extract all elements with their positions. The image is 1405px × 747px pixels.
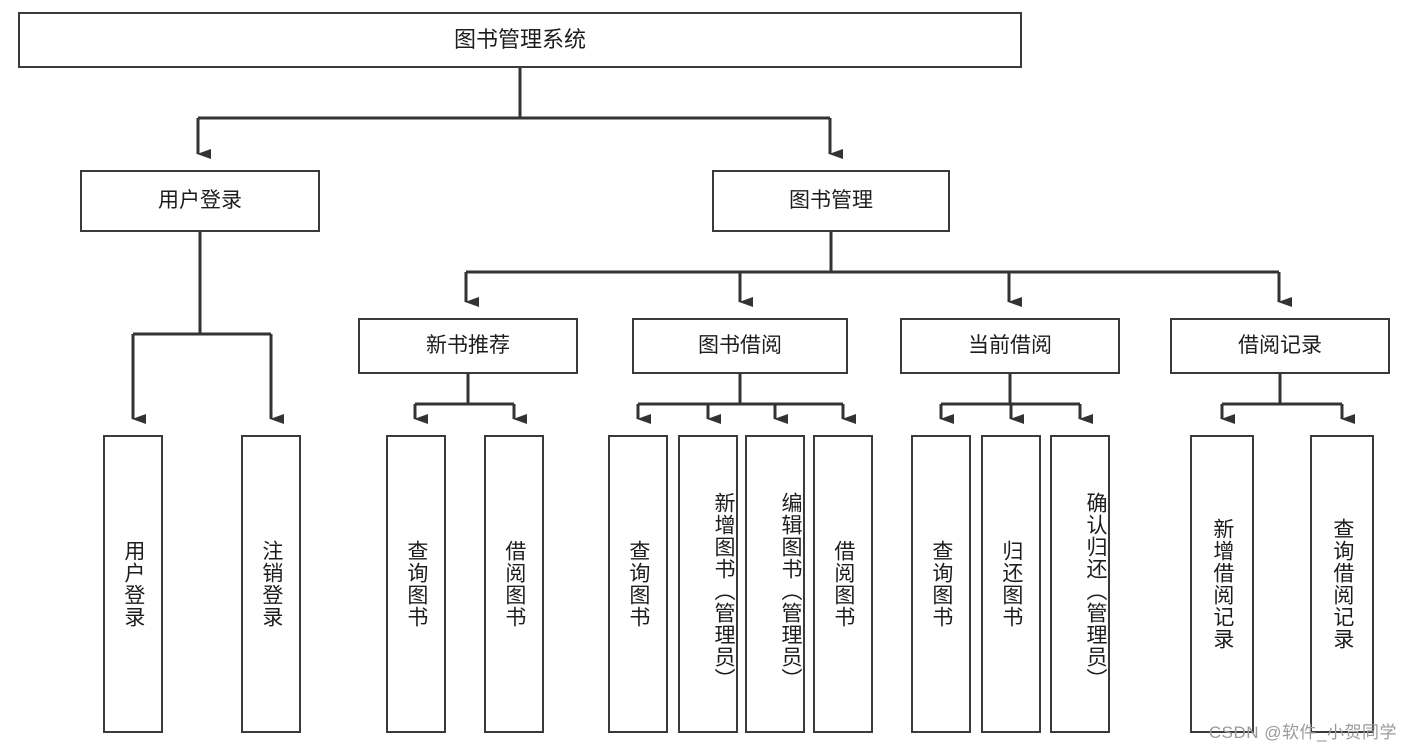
- node-borrow-record[interactable]: 借阅记录: [1170, 318, 1390, 374]
- node-leaf-add-book[interactable]: 新增图书（管理员）: [678, 435, 738, 733]
- node-leaf-confirm-return[interactable]: 确认归还（管理员）: [1050, 435, 1110, 733]
- node-leaf-user-login[interactable]: 用户登录: [103, 435, 163, 733]
- node-leaf-query-book-recommend-label: 查询图书: [404, 540, 428, 628]
- node-leaf-add-borrow-record-label: 新增借阅记录: [1210, 518, 1234, 650]
- node-leaf-query-book-borrow[interactable]: 查询图书: [608, 435, 668, 733]
- node-book-manage[interactable]: 图书管理: [712, 170, 950, 232]
- node-leaf-add-book-label: 新增图书（管理员）: [712, 492, 735, 690]
- node-leaf-borrow-book-borrow[interactable]: 借阅图书: [813, 435, 873, 733]
- node-leaf-return-book[interactable]: 归还图书: [981, 435, 1041, 733]
- node-leaf-query-book-current-label: 查询图书: [929, 540, 953, 628]
- node-new-book-recommend-label: 新书推荐: [426, 334, 510, 358]
- node-leaf-query-borrow-record[interactable]: 查询借阅记录: [1310, 435, 1374, 733]
- node-root-system-label: 图书管理系统: [453, 26, 586, 52]
- node-book-borrow[interactable]: 图书借阅: [632, 318, 848, 374]
- node-new-book-recommend[interactable]: 新书推荐: [358, 318, 578, 374]
- node-borrow-record-label: 借阅记录: [1238, 334, 1322, 358]
- node-user-login[interactable]: 用户登录: [80, 170, 320, 232]
- node-leaf-user-login-label: 用户登录: [121, 540, 145, 628]
- node-leaf-borrow-book-recommend-label: 借阅图书: [502, 540, 526, 628]
- node-leaf-query-book-borrow-label: 查询图书: [626, 540, 650, 628]
- node-user-login-label: 用户登录: [158, 189, 242, 213]
- node-leaf-query-book-recommend[interactable]: 查询图书: [386, 435, 446, 733]
- node-leaf-add-borrow-record[interactable]: 新增借阅记录: [1190, 435, 1254, 733]
- node-leaf-borrow-book-recommend[interactable]: 借阅图书: [484, 435, 544, 733]
- node-leaf-borrow-book-borrow-label: 借阅图书: [831, 540, 855, 628]
- node-leaf-return-book-label: 归还图书: [999, 540, 1023, 628]
- node-book-borrow-label: 图书借阅: [698, 334, 782, 358]
- node-book-manage-label: 图书管理: [789, 189, 873, 213]
- node-leaf-confirm-return-label: 确认归还（管理员）: [1084, 492, 1107, 690]
- node-root-system[interactable]: 图书管理系统: [18, 12, 1022, 68]
- watermark-text: CSDN @软件_小贺同学: [1208, 723, 1397, 742]
- node-current-borrow-label: 当前借阅: [968, 334, 1052, 358]
- node-leaf-logout[interactable]: 注销登录: [241, 435, 301, 733]
- node-leaf-query-book-current[interactable]: 查询图书: [911, 435, 971, 733]
- node-leaf-edit-book-label: 编辑图书（管理员）: [779, 492, 802, 690]
- node-leaf-query-borrow-record-label: 查询借阅记录: [1330, 518, 1354, 650]
- node-leaf-logout-label: 注销登录: [259, 540, 283, 628]
- node-current-borrow[interactable]: 当前借阅: [900, 318, 1120, 374]
- node-leaf-edit-book[interactable]: 编辑图书（管理员）: [745, 435, 805, 733]
